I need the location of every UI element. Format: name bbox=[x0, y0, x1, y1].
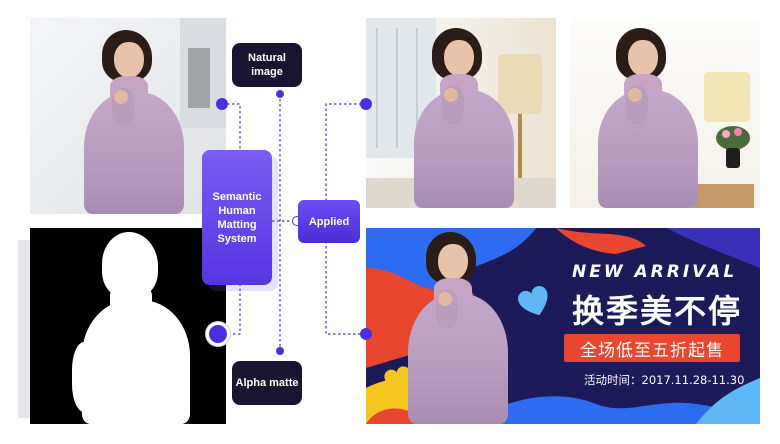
applied-photo-plant bbox=[570, 18, 760, 208]
connector-dot-icon bbox=[360, 98, 372, 110]
heart-icon-blue bbox=[513, 281, 557, 325]
banner-title-en: NEW ARRIVAL bbox=[572, 262, 738, 282]
person-figure bbox=[76, 30, 196, 214]
connector-dot-icon bbox=[216, 98, 228, 110]
connector-dot-icon bbox=[276, 90, 284, 98]
semantic-human-matting-system-node: Semantic Human Matting System bbox=[202, 150, 272, 285]
connector-dot-icon bbox=[360, 328, 372, 340]
connector-dot-icon bbox=[276, 347, 284, 355]
applied-photo-indoor bbox=[366, 18, 556, 208]
heart-icon-yellow bbox=[381, 363, 418, 400]
natural-image-photo bbox=[30, 18, 226, 214]
promo-banner: NEW ARRIVAL 换季美不停 全场低至五折起售 活动时间：2017.11.… bbox=[366, 228, 760, 424]
natural-image-node: Natural image bbox=[232, 43, 302, 87]
matte-silhouette bbox=[72, 232, 198, 424]
alpha-matte-node: Alpha matte bbox=[232, 361, 302, 405]
plant-icon bbox=[716, 126, 750, 168]
banner-date: 活动时间：2017.11.28-11.30 bbox=[584, 373, 745, 387]
alpha-matte-image bbox=[30, 228, 226, 424]
banner-title-zh: 换季美不停 bbox=[572, 292, 743, 330]
applied-node: Applied bbox=[298, 200, 360, 243]
banner-sale-label: 全场低至五折起售 bbox=[564, 334, 740, 362]
connector-dot-icon bbox=[206, 322, 230, 346]
